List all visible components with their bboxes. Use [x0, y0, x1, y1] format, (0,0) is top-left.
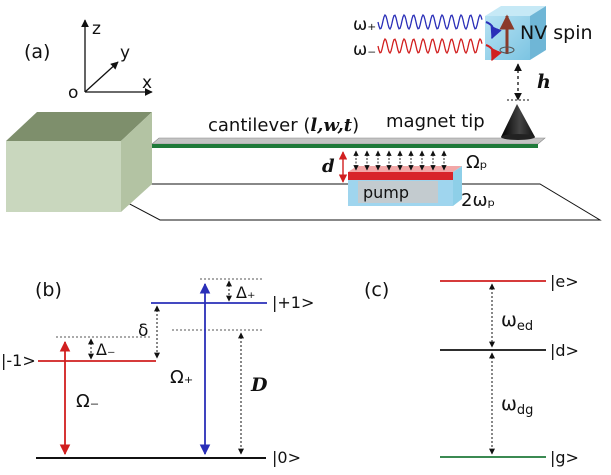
panel-c-label: (c) [364, 279, 389, 301]
h-label: h [537, 71, 551, 93]
D-label: D [250, 374, 268, 396]
omega-plus-label: ω₊ [353, 15, 376, 35]
omega-minus-wave [377, 37, 483, 55]
magnet-tip [501, 104, 535, 137]
cantilever-label: cantilever (l,w,t) [208, 115, 359, 136]
omega-minus-arrow [485, 44, 502, 62]
panel-b-label: (b) [35, 279, 62, 301]
panel-a: (a) z y x o pump 2ωₚ [6, 6, 602, 221]
omega-minus-label-b: Ω₋ [76, 391, 99, 412]
nv-spin-label: NV spin [520, 22, 593, 44]
axes [81, 19, 153, 96]
floor-plane [91, 183, 602, 221]
omega-p-label: Ωₚ [466, 152, 487, 173]
y-axis-label: y [120, 43, 130, 63]
pump-label: pump [363, 183, 409, 202]
panel-b: (b) Δ₋ Δ₊ δ Ω₋ Ω₊ D |-1> |+1> |0> [1, 278, 314, 467]
origin-label: o [68, 83, 78, 103]
pump [348, 166, 462, 206]
panel-a-label: (a) [24, 41, 50, 63]
two-omega-p-label: 2ωₚ [461, 190, 495, 211]
z-axis-label: z [92, 19, 101, 39]
support-block [6, 112, 152, 212]
d-label: d [322, 156, 335, 177]
level-0-label: |0> [272, 448, 301, 467]
level-d-label: |d> [550, 341, 579, 360]
omega-plus-label-b: Ω₊ [170, 367, 193, 388]
omega-ed-label: ωed [501, 309, 533, 334]
level-g-label: |g> [550, 448, 579, 467]
delta-plus-label: Δ₊ [236, 283, 255, 302]
omega-minus-label: ω₋ [353, 40, 376, 60]
level-plus1-label: |+1> [272, 293, 314, 312]
delta-minus-label: Δ₋ [96, 340, 115, 359]
nv-spin-cube [485, 6, 546, 60]
omega-plus-wave [377, 13, 483, 31]
omega-dg-label: ωdg [501, 393, 533, 418]
omega-plus-arrow [485, 21, 502, 40]
cantilever [151, 137, 546, 148]
coupling-arrows [353, 150, 447, 171]
level-e-label: |e> [550, 272, 579, 291]
magnet-tip-label: magnet tip [386, 111, 485, 132]
y-axis [84, 61, 119, 93]
delta-label: δ [138, 321, 148, 341]
panel-c: (c) ωed ωdg |e> |d> |g> [364, 272, 579, 467]
x-axis-label: x [142, 73, 152, 93]
level-minus1-label: |-1> [1, 351, 36, 370]
